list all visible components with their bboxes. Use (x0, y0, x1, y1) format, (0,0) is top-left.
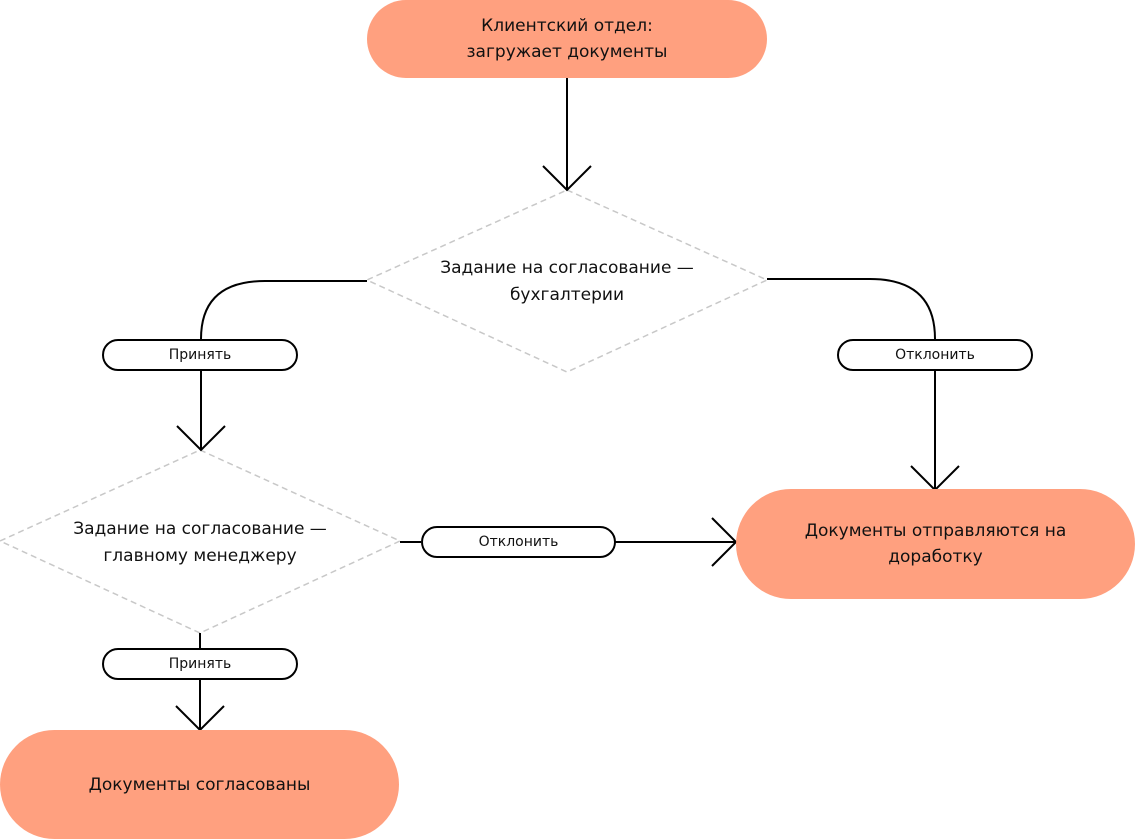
edge-label-text: Принять (168, 656, 232, 672)
decision-manager-line2: главному менеджеру (103, 546, 297, 566)
edge-label-text: Отклонить (478, 534, 559, 550)
decision-diamond-manager (0, 449, 402, 634)
start-node-line2: загружает документы (466, 42, 668, 62)
edge-label-accounting-reject: Отклонить (837, 339, 1033, 371)
rework-node-line2: доработку (888, 547, 983, 567)
connector-accounting-reject (767, 278, 936, 340)
approved-node-line1: Документы согласованы (88, 774, 311, 795)
start-node: Клиентский отдел: загружает документы (367, 0, 767, 78)
edge-label-text: Принять (168, 347, 232, 363)
start-node-line1: Клиентский отдел: (481, 16, 653, 36)
edge-label-accounting-accept: Принять (102, 339, 298, 371)
edge-label-manager-accept: Принять (102, 648, 298, 680)
decision-manager-line1: Задание на согласование — (73, 519, 327, 539)
connector-accounting-accept (200, 280, 367, 340)
decision-accounting-text: Задание на согласование — бухгалтерии (387, 254, 747, 310)
decision-accounting-line2: бухгалтерии (509, 285, 625, 305)
rework-node: Документы отправляются на доработку (736, 489, 1135, 599)
arrowhead-down-accounting (542, 165, 592, 192)
arrowhead-down-manager (176, 425, 226, 452)
approved-node: Документы согласованы (0, 730, 399, 839)
edge-label-text: Отклонить (895, 347, 975, 363)
decision-accounting-line1: Задание на согласование — (440, 258, 694, 278)
edge-label-manager-reject: Отклонить (421, 526, 616, 558)
decision-diamond-accounting (365, 189, 769, 373)
rework-node-line1: Документы отправляются на (804, 521, 1067, 541)
decision-manager-text: Задание на согласование — главному менед… (20, 515, 380, 571)
